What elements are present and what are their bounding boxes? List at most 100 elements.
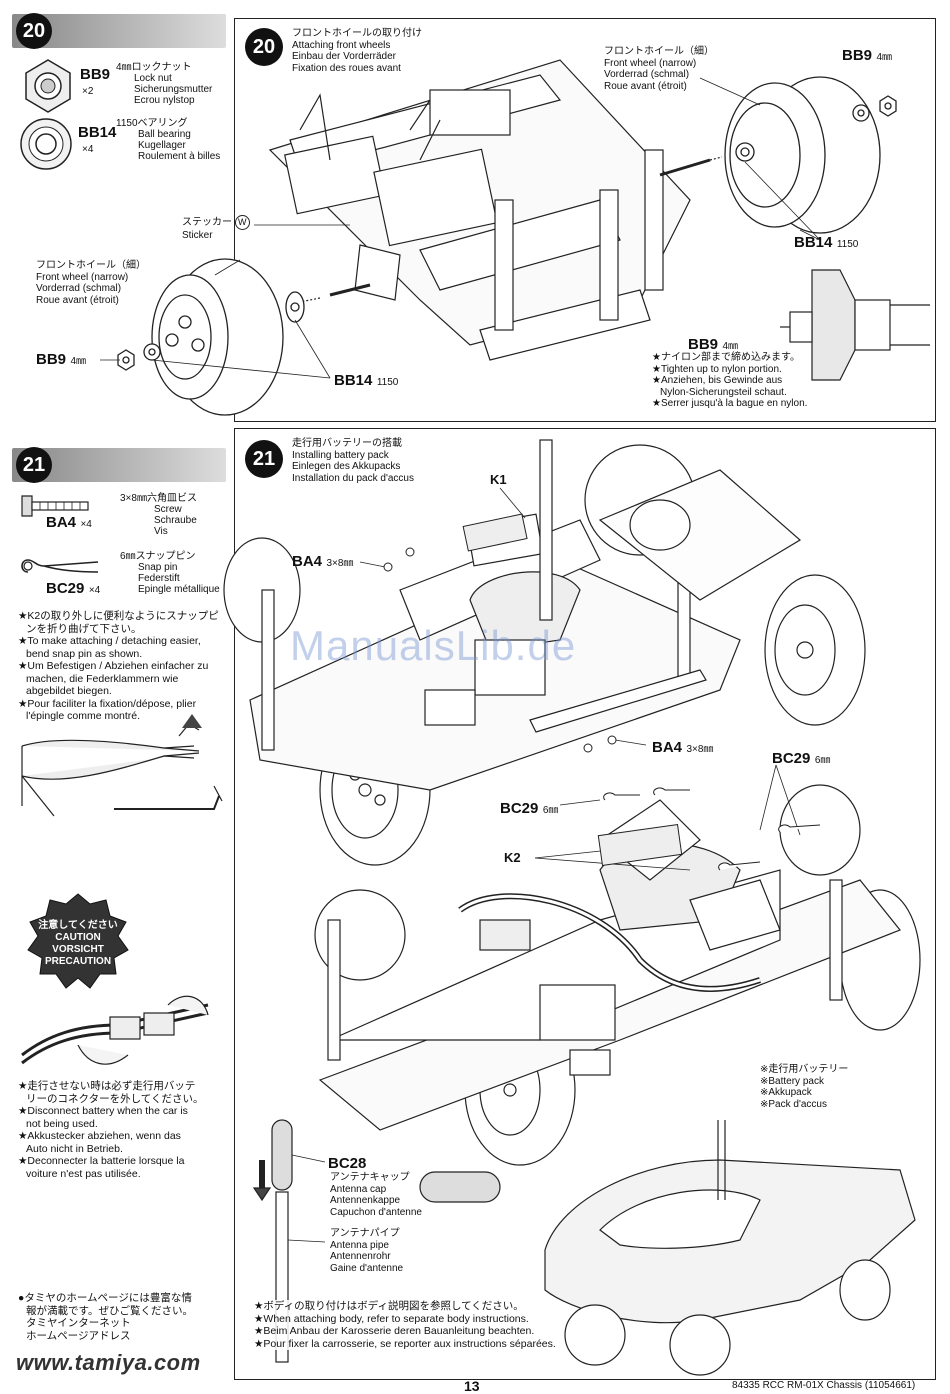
tamiya-web-notes: ●タミヤのホームページには豊富な情 報が満載です。ぜひご覧ください。 タミヤイン…	[18, 1292, 228, 1342]
antenna-cap-fr: Capuchon d'antenne	[330, 1206, 422, 1218]
ball-bearing-icon	[20, 118, 72, 170]
antenna-pipe-de: Antennenrohr	[330, 1251, 391, 1262]
bb9-left-code: BB9	[36, 351, 67, 368]
step-20-chassis-drawing	[100, 59, 930, 416]
web-note-3: タミヤインターネット	[26, 1317, 131, 1329]
web-note-1: ●タミヤのホームページには豊富な情	[18, 1292, 192, 1304]
step-20-badge: 20	[16, 13, 52, 49]
bb14-right-code: BB14	[794, 234, 833, 251]
battery-de: ※Akkupack	[760, 1087, 812, 1098]
part-desc-bb14: 1150ベアリング Ball bearing Kugellager Roulem…	[116, 118, 220, 162]
snap-note-9: l'épingle comme montré.	[26, 710, 141, 722]
screw-icon	[21, 495, 89, 517]
part-qty-ba4: ×4	[80, 519, 92, 530]
detail-note-4: Nylon-Sicherungsteil schaut.	[660, 386, 787, 398]
part-ba4-code-row: BA4 ×4	[46, 514, 92, 532]
step-20-title-en: Attaching front wheels	[292, 39, 391, 51]
step-21-title-en: Installing battery pack	[292, 449, 389, 461]
disconnect-note-3: ★Disconnect battery when the car is	[18, 1105, 188, 1117]
ba4-upper-size: 3×8㎜	[326, 558, 354, 569]
part-size-ba4: 3×8㎜	[120, 493, 147, 504]
front-wheel-right-fr: Roue avant (étroit)	[604, 80, 687, 92]
bc29-right-size: 6㎜	[814, 755, 831, 766]
part-en-ba4: Screw	[154, 504, 182, 515]
bb14-right-size: 1150	[836, 239, 859, 250]
step-21-panel-badge: 21	[245, 440, 283, 478]
k2-label: K2	[504, 850, 521, 865]
sticker-mark-icon: W	[234, 215, 250, 230]
part-de-bb14: Kugellager	[138, 140, 186, 151]
disconnect-note-7: ★Deconnecter la batterie lorsque la	[18, 1155, 185, 1167]
part-en-bc29: Snap pin	[138, 562, 178, 573]
snap-note-2: ンを折り曲げて下さい。	[26, 622, 142, 635]
part-fr-bb9: Ecrou nylstop	[134, 95, 195, 106]
bb9-left-callout: BB9 4㎜	[36, 351, 86, 369]
caution-en: CAUTION	[55, 932, 101, 943]
bb9-left-size: 4㎜	[70, 356, 87, 367]
ba4-upper-callout: BA4 3×8㎜	[292, 553, 353, 571]
web-note-2: 報が満載です。ぜひご覧ください。	[26, 1304, 193, 1317]
bc29-left-code: BC29	[500, 800, 539, 817]
bb14-left-size: 1150	[376, 377, 399, 388]
step-21-title: 走行用バッテリーの搭載 Installing battery pack Einl…	[292, 438, 414, 484]
ba4-upper-code: BA4	[292, 553, 323, 570]
caution-text: 注意してください CAUTION VORSICHT PRECAUTION	[22, 920, 134, 968]
snap-pin-icon	[21, 559, 99, 573]
front-wheel-left-fr: Roue avant (étroit)	[36, 294, 119, 306]
antenna-pipe-label: アンテナパイプ Antenna pipe Antennenrohr Gaine …	[330, 1228, 403, 1274]
front-wheel-right-de: Vorderrad (schmal)	[604, 69, 690, 80]
bb14-right-callout: BB14 1150	[794, 234, 858, 252]
battery-fr: ※Pack d'accus	[760, 1098, 827, 1110]
antenna-pipe-en: Antenna pipe	[330, 1239, 389, 1251]
snap-note-3: ★To make attaching / detaching easier,	[18, 635, 201, 647]
part-desc-ba4: 3×8㎜六角皿ビス Screw Schraube Vis	[120, 493, 197, 537]
part-desc-bb9: 4㎜ロックナット Lock nut Sicherungsmutter Ecrou…	[116, 62, 212, 106]
k1-label: K1	[490, 472, 507, 487]
part-jp-bb14: ベアリング	[137, 118, 188, 129]
front-wheel-left-de: Vorderrad (schmal)	[36, 283, 122, 294]
ba4-lower-size: 3×8㎜	[686, 744, 714, 755]
disconnect-notes: ★走行させない時は必ず走行用バッテ リーのコネクターを外してください。 ★Dis…	[18, 1080, 228, 1180]
caution-fr: PRECAUTION	[44, 956, 112, 967]
bb9-right-callout: BB9 4㎜	[842, 47, 892, 65]
step-21-title-jp: 走行用バッテリーの搭載	[292, 438, 402, 449]
detail-note-1: ★ナイロン部まで締め込みます。	[652, 352, 800, 363]
part-size-bb9: 4㎜	[116, 62, 132, 73]
step-20-title-de: Einbau der Vorderräder	[292, 51, 396, 62]
detail-note-5: ★Serrer jusqu'à la bague en nylon.	[652, 398, 808, 409]
part-size-bc29: 6㎜	[120, 551, 136, 562]
tamiya-url-link[interactable]: www.tamiya.com	[16, 1350, 201, 1375]
battery-pack-label: ※走行用バッテリー ※Battery pack ※Akkupack ※Pack …	[760, 1064, 848, 1110]
disconnect-note-1: ★走行させない時は必ず走行用バッテ	[18, 1080, 196, 1092]
disconnect-note-4: not being used.	[26, 1117, 98, 1130]
ba4-lower-code: BA4	[652, 739, 683, 756]
part-de-bb9: Sicherungsmutter	[134, 84, 213, 95]
watermark: ManualsLib.de	[290, 622, 577, 669]
antenna-pipe-fr: Gaine d'antenne	[330, 1262, 404, 1274]
caution-de: VORSICHT	[52, 944, 104, 955]
front-wheel-left-jp: フロントホイール（細）	[36, 260, 146, 271]
front-wheel-right-en: Front wheel (narrow)	[604, 57, 697, 69]
bb14-left-code: BB14	[334, 372, 373, 389]
part-jp-ba4: 六角皿ビス	[146, 493, 197, 504]
battery-jp: ※走行用バッテリー	[760, 1064, 849, 1075]
disconnect-connector-illustration	[21, 995, 209, 1065]
snap-note-1: ★K2の取り外しに便利なようにスナップピ	[18, 610, 219, 622]
bb14-left-callout: BB14 1150	[334, 372, 398, 390]
snap-note-5: ★Um Befestigen / Abziehen einfacher zu	[18, 660, 209, 672]
sticker-jp: ステッカー	[182, 217, 232, 228]
step-21-title-fr: Installation du pack d'accus	[292, 472, 414, 484]
part-jp-bc29: スナップピン	[135, 551, 196, 562]
snap-note-4: bend snap pin as shown.	[26, 647, 143, 660]
ba4-lower-callout: BA4 3×8㎜	[652, 739, 713, 757]
part-bc29-code-row: BC29 ×4	[46, 580, 100, 598]
disconnect-note-8: voiture n'est pas utilisée.	[26, 1167, 141, 1180]
disconnect-note-2: リーのコネクターを外してください。	[26, 1092, 204, 1105]
part-qty-bb14: ×4	[82, 144, 94, 155]
bc29-left-callout: BC29 6㎜	[500, 800, 558, 818]
part-en-bb9: Lock nut	[134, 73, 172, 84]
detail-note-2: ★Tighten up to nylon portion.	[652, 363, 782, 375]
snap-note-7: abgebildet biegen.	[26, 685, 112, 697]
front-wheel-right-jp: フロントホイール（細）	[604, 46, 714, 57]
